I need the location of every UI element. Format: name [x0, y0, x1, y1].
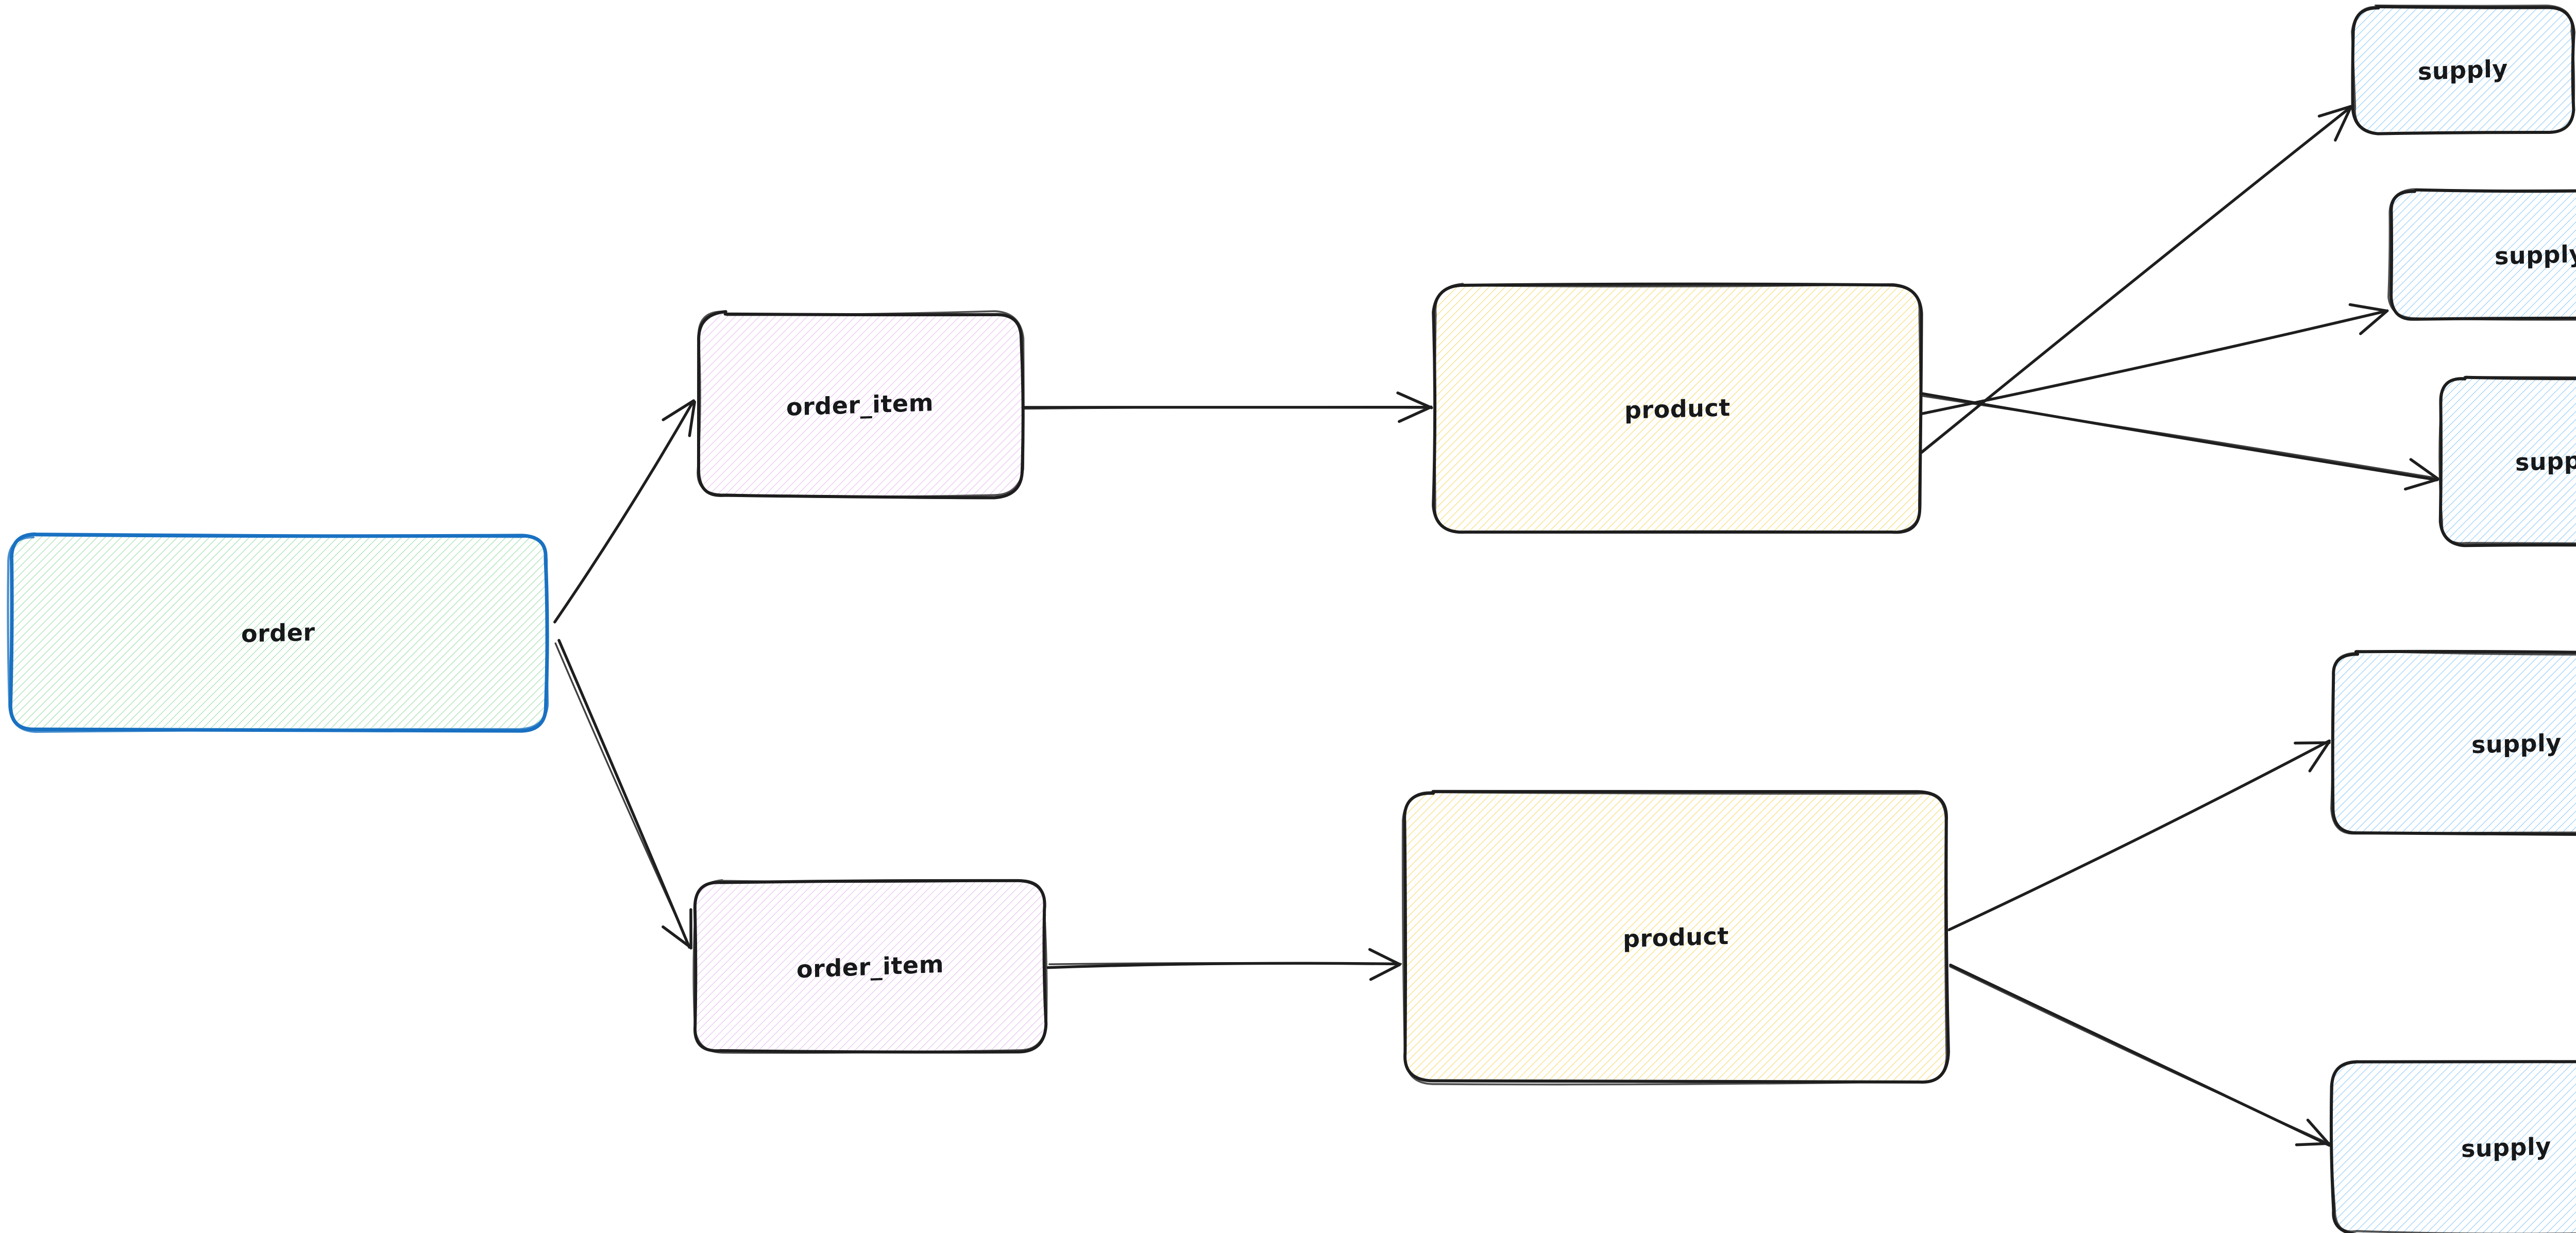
node-shape-product_1 [1432, 282, 1923, 534]
node-shape-supply_1 [2351, 4, 2575, 135]
node-label-supply_3: supply [2515, 446, 2576, 476]
node-label-order: order [241, 618, 315, 648]
node-label-supply_4: supply [2471, 728, 2562, 759]
edge-line [1021, 406, 1432, 410]
arrow-head-stroke [2348, 303, 2388, 313]
edge-order_item_2-to-product_2[interactable] [1046, 948, 1402, 981]
node-label-supply_5: supply [2461, 1132, 2551, 1163]
edge-line [1921, 395, 2438, 480]
node-supply_3[interactable]: supply [2438, 375, 2576, 547]
node-fill-hatch [1433, 284, 1921, 534]
node-outline [2387, 188, 2576, 321]
node-outline [2351, 4, 2575, 135]
arrow-head-stroke [1398, 405, 1433, 423]
node-order_item_2[interactable]: order_item [692, 879, 1048, 1054]
node-shape-supply_3 [2438, 375, 2576, 547]
node-fill-hatch [2440, 376, 2576, 545]
arrow-head-stroke [2334, 106, 2352, 142]
edge-line [1947, 739, 2331, 932]
node-label-product_1: product [1624, 393, 1731, 424]
edge-line [1921, 309, 2389, 415]
node-shape-product_2 [1401, 790, 1950, 1086]
node-outline [2438, 376, 2576, 544]
arrow-head-stroke [688, 400, 696, 437]
node-outline [1434, 283, 1922, 534]
edge-order-to-order_item_2[interactable] [554, 639, 692, 950]
node-supply_1[interactable]: supply [2351, 4, 2575, 135]
node-fill-hatch [2332, 1061, 2576, 1233]
node-outline [7, 533, 549, 733]
node-outline [692, 879, 1048, 1054]
arrow-head-stroke [1396, 391, 1433, 409]
edge-product_1-to-supply_3[interactable] [1919, 391, 2439, 491]
node-order_item_1[interactable]: order_item [697, 310, 1025, 500]
node-outline [1401, 791, 1948, 1086]
node-label-supply_2: supply [2494, 239, 2576, 270]
arrow-head-stroke [662, 925, 691, 948]
node-fill-hatch [2353, 6, 2573, 133]
edge-line [554, 642, 691, 949]
edge-product_2-to-supply_5[interactable] [1949, 963, 2331, 1147]
node-outline [2330, 650, 2576, 835]
node-outline [2330, 1060, 2576, 1233]
node-shape-order [7, 532, 549, 733]
node-shape-supply_2 [2387, 188, 2576, 321]
node-shape-supply_4 [2330, 649, 2576, 836]
edge-product_2-to-supply_4[interactable] [1947, 739, 2331, 932]
node-fill-hatch [9, 534, 547, 730]
arrow-head-stroke [2317, 105, 2352, 118]
node-fill-hatch [693, 881, 1047, 1053]
edge-line [1919, 391, 2438, 482]
edge-product_1-to-supply_2[interactable] [1921, 303, 2389, 415]
node-fill-hatch [2390, 190, 2576, 320]
node-label-order_item_1: order_item [786, 388, 934, 421]
node-fill-hatch [698, 312, 1023, 498]
node-label-product_2: product [1622, 921, 1729, 953]
arrow-head-stroke [2308, 741, 2330, 773]
arrow-head-stroke [2359, 310, 2388, 335]
node-supply_5[interactable]: supply [2329, 1059, 2576, 1233]
node-shape-order_item_1 [697, 310, 1025, 500]
arrow-head-stroke [1368, 948, 1401, 966]
node-fill-hatch [1402, 791, 1948, 1082]
node-shape-supply_5 [2329, 1059, 2576, 1233]
node-shape-order_item_2 [692, 879, 1048, 1054]
node-fill-hatch [2332, 653, 2576, 835]
node-label-order_item_2: order_item [796, 950, 944, 984]
node-product_2[interactable]: product [1401, 790, 1950, 1086]
edge-line [553, 399, 695, 624]
node-supply_2[interactable]: supply [2387, 188, 2576, 321]
arrow-head-stroke [2306, 1118, 2331, 1146]
arrow-head-stroke [2295, 1142, 2331, 1146]
edge-order_item_1-to-product_1[interactable] [1021, 391, 1433, 423]
node-outline [2438, 375, 2576, 547]
arrow-head-stroke [1369, 963, 1401, 981]
node-order[interactable]: order [7, 532, 549, 733]
edge-line [1949, 965, 2330, 1144]
edge-line [1048, 962, 1402, 965]
edge-order-to-order_item_1[interactable] [553, 399, 696, 624]
node-outline [697, 310, 1025, 500]
node-product_1[interactable]: product [1432, 282, 1923, 534]
node-label-supply_1: supply [2417, 54, 2509, 85]
node-supply_4[interactable]: supply [2330, 649, 2576, 836]
arrow-head-stroke [2409, 458, 2439, 481]
node-outline [2389, 188, 2576, 321]
arrow-head-stroke [662, 399, 696, 421]
arrow-head-stroke [2403, 478, 2439, 491]
node-outline [697, 310, 1025, 498]
